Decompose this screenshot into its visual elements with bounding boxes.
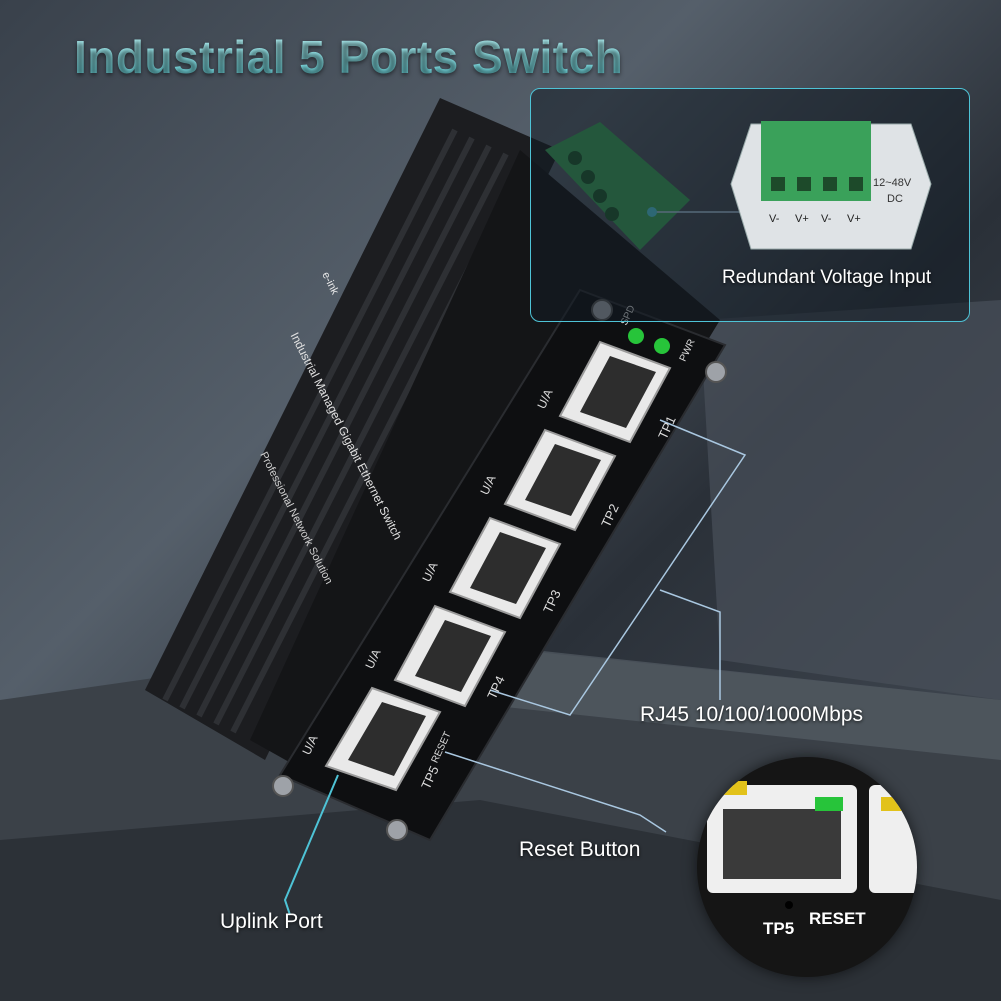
terminal-pin-1: V- [769, 213, 780, 225]
voltage-rating-line1: 12~48V [873, 177, 912, 189]
zoom-port-graphic [707, 781, 917, 909]
rj45-callout-line-a [489, 419, 747, 716]
screw-icon [272, 775, 294, 797]
screw-icon [386, 819, 408, 841]
uplink-callout-line [283, 774, 339, 916]
reset-callout-line [444, 751, 667, 833]
terminal-closeup [730, 121, 932, 250]
terminal-pin-3: V- [821, 213, 832, 225]
voltage-callout-label: Redundant Voltage Input [722, 267, 932, 288]
pwr-led [654, 338, 670, 354]
reset-pinhole-icon [785, 901, 793, 909]
page-title: Industrial 5 Ports Switch [74, 31, 624, 83]
zoom-reset-label: RESET [809, 909, 866, 928]
terminal-pin-2: V+ [795, 213, 809, 225]
screw-icon [705, 361, 727, 383]
uplink-callout-label: Uplink Port [220, 910, 323, 933]
rj45-callout-label: RJ45 10/100/1000Mbps [640, 703, 863, 726]
terminal-pin-4: V+ [847, 213, 861, 225]
zoom-tp5-label: TP5 [763, 919, 795, 938]
reset-zoom-closeup: TP5 RESET [697, 757, 917, 977]
reset-callout-label: Reset Button [519, 838, 641, 861]
voltage-inset-panel: 12~48V DC V- V+ V- V+ [530, 88, 970, 322]
voltage-rating-line2: DC [887, 193, 903, 205]
spd-led [628, 328, 644, 344]
device-side-heatsink [145, 98, 560, 760]
rj45-callout-line-b [659, 589, 721, 700]
